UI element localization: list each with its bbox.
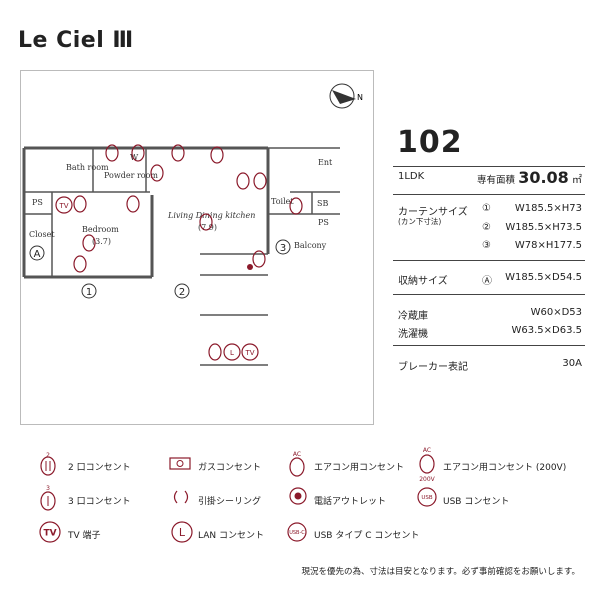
ceiling-hook-icon	[173, 490, 189, 504]
plan-phone-icon	[247, 264, 253, 270]
ac-glyph: AC	[423, 447, 431, 454]
window-3-marker-icon	[275, 239, 291, 255]
usb-glyph: USB	[421, 495, 433, 501]
three-outlet-icon: 3	[40, 485, 56, 511]
ldk-size: (7.9)	[198, 223, 217, 232]
plan-tv-icon: TV	[58, 202, 68, 210]
legend-lan-outlet: LAN コンセント	[198, 531, 264, 541]
legend-usb-outlet: USB コンセント	[443, 497, 510, 507]
breaker-label: ブレーカー表記	[398, 362, 468, 373]
layout-type: 1LDK	[398, 171, 425, 182]
curtain-mark: ③	[482, 240, 491, 251]
legend-ac-200v-outlet: エアコン用コンセント (200V)	[443, 463, 567, 473]
divider	[393, 260, 585, 261]
divider	[393, 194, 585, 195]
legend-three-outlet: 3 口コンセント	[68, 497, 131, 507]
washer-label: 洗濯機	[398, 329, 428, 340]
storage-label: 収納サイズ	[398, 276, 448, 287]
divider	[393, 345, 585, 346]
disclaimer-note: 現況を優先の為、寸法は目安となります。必ず事前確認をお願いします。	[301, 567, 580, 577]
curtain-mark: ②	[482, 222, 491, 233]
plan-lan-icon: L	[230, 349, 234, 357]
bedroom-size: (3.7)	[92, 237, 111, 246]
ps-label-2: PS	[318, 218, 329, 227]
ac-200v-outlet-icon: AC 200V	[419, 447, 435, 483]
floor-plan-frame	[20, 70, 374, 425]
fridge-size: W60×D53	[530, 307, 582, 318]
ac-glyph: AC	[293, 451, 301, 458]
storage-mark: Ⓐ	[482, 276, 492, 287]
legend-usb-c-outlet: USB タイプ C コンセント	[314, 531, 420, 541]
200v-glyph: 200V	[419, 476, 435, 483]
plan-outlets	[55, 144, 303, 361]
closet-marker-icon	[29, 245, 45, 261]
tv-terminal-icon: TV	[39, 521, 61, 543]
closet-label: Closet	[29, 230, 55, 239]
storage-size: W185.5×D54.5	[505, 272, 582, 283]
ps-label: PS	[32, 198, 43, 207]
legend-ac-outlet: エアコン用コンセント	[314, 463, 405, 473]
window-2-marker-icon	[174, 283, 190, 299]
sb-label: SB	[317, 199, 328, 208]
ldk-label: Living Dining kitchen	[167, 211, 255, 220]
curtain-size: W185.5×H73	[514, 203, 582, 214]
legend-phone-outlet: 電話アウトレット	[314, 497, 387, 507]
legend-gas-outlet: ガスコンセント	[198, 463, 262, 473]
lan-glyph: L	[179, 526, 186, 539]
washer-size: W63.5×D63.5	[511, 325, 583, 336]
usb-c-outlet-icon: USB-C	[287, 522, 307, 542]
lan-outlet-icon: L	[171, 521, 193, 543]
layout-row: 1LDK 専有面積 30.08 ㎡	[398, 168, 582, 190]
legend-ceiling-hook: 引掛シーリング	[198, 497, 262, 507]
divider	[393, 166, 585, 167]
unit-number: 102	[397, 125, 463, 160]
wm-label: W	[130, 153, 139, 162]
bedroom-label: Bedroom	[82, 225, 119, 234]
property-title: Le Ciel Ⅲ	[18, 28, 134, 53]
phone-outlet-icon	[289, 487, 307, 505]
window-1-marker: 1	[86, 287, 92, 298]
window-2-marker: 2	[179, 287, 185, 298]
powder-room-label: Powder room	[104, 171, 158, 180]
ac-outlet-icon: AC	[289, 451, 305, 477]
two-outlet-icon: 2	[40, 452, 56, 476]
north-compass-icon: N	[329, 83, 363, 109]
legend-two-outlet: 2 口コンセント	[68, 463, 131, 473]
entrance-label: Ent	[318, 158, 333, 167]
usb-c-glyph: USB-C	[289, 530, 305, 536]
legend-tv-terminal: TV 端子	[68, 531, 101, 541]
north-label: N	[357, 93, 363, 102]
closet-marker: A	[34, 249, 41, 260]
area-label: 専有面積	[477, 175, 516, 186]
area: 専有面積 30.08 ㎡	[477, 168, 582, 187]
window-3-marker: 3	[280, 243, 286, 254]
curtain-label: カーテンサイズ	[398, 207, 468, 218]
two-glyph: 2	[46, 452, 50, 459]
breaker-value: 30A	[562, 358, 582, 369]
window-1-marker-icon	[81, 283, 97, 299]
usb-outlet-icon: USB	[417, 487, 437, 507]
area-unit: ㎡	[572, 175, 582, 186]
three-glyph: 3	[46, 485, 50, 492]
fridge-label: 冷蔵庫	[398, 311, 428, 322]
plan-tv-icon-2: TV	[244, 349, 254, 357]
bath-room-label: Bath room	[66, 163, 109, 172]
gas-outlet-icon	[169, 457, 191, 470]
curtain-sub-label: (カン下寸法)	[398, 217, 442, 226]
tv-glyph: TV	[43, 529, 56, 539]
balcony-label: Balcony	[294, 241, 327, 250]
divider	[393, 294, 585, 295]
area-value: 30.08	[518, 168, 569, 187]
plan-walls	[22, 146, 340, 366]
curtain-size: W78×H177.5	[514, 240, 582, 251]
toilet-label: Toilet	[271, 197, 294, 206]
curtain-mark: ①	[482, 203, 491, 214]
curtain-size: W185.5×H73.5	[505, 222, 582, 233]
